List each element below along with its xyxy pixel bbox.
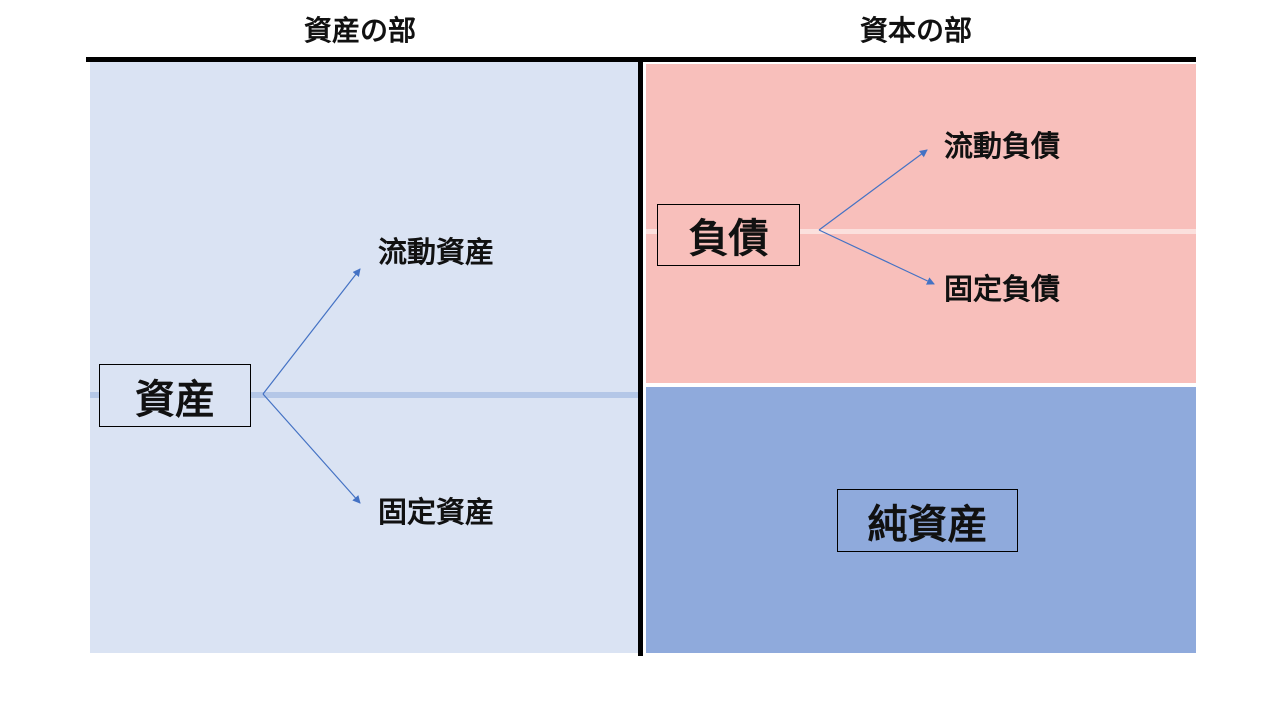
liabilities-box: 負債: [657, 204, 800, 266]
fixed-assets-label: 固定資産: [378, 495, 495, 529]
assets-section-header: 資産の部: [303, 14, 416, 47]
assets-center-band: [90, 392, 638, 398]
net-assets-box: 純資産: [837, 489, 1018, 552]
fixed-liabilities-label: 固定負債: [944, 272, 1061, 306]
current-assets-label: 流動資産: [378, 235, 495, 269]
center-divider: [638, 62, 643, 656]
capital-section-header: 資本の部: [859, 14, 972, 47]
top-rule: [86, 57, 1196, 62]
assets-panel: [90, 62, 638, 653]
current-liabilities-label: 流動負債: [944, 129, 1061, 163]
assets-box: 資産: [99, 364, 251, 427]
